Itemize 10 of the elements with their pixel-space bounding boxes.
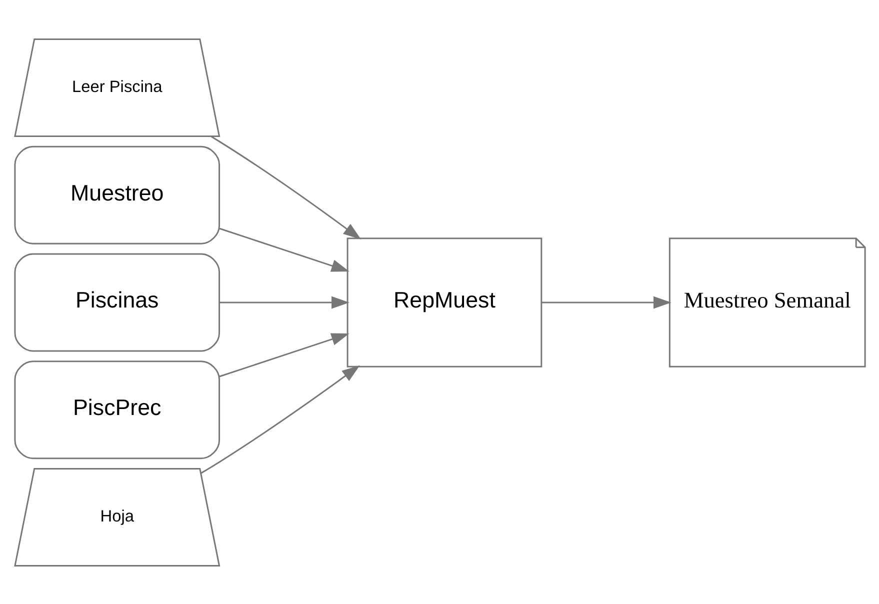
node-box: Piscinas	[14, 252, 220, 352]
node-box: Muestreo	[14, 145, 220, 244]
arrow	[218, 296, 349, 308]
arrow	[218, 332, 349, 377]
arrow	[218, 227, 349, 272]
arrow	[200, 364, 360, 474]
node-box: PiscPrec	[14, 360, 220, 459]
node-box: RepMuest	[346, 237, 542, 367]
arrow	[210, 135, 361, 240]
arrow	[541, 296, 671, 308]
